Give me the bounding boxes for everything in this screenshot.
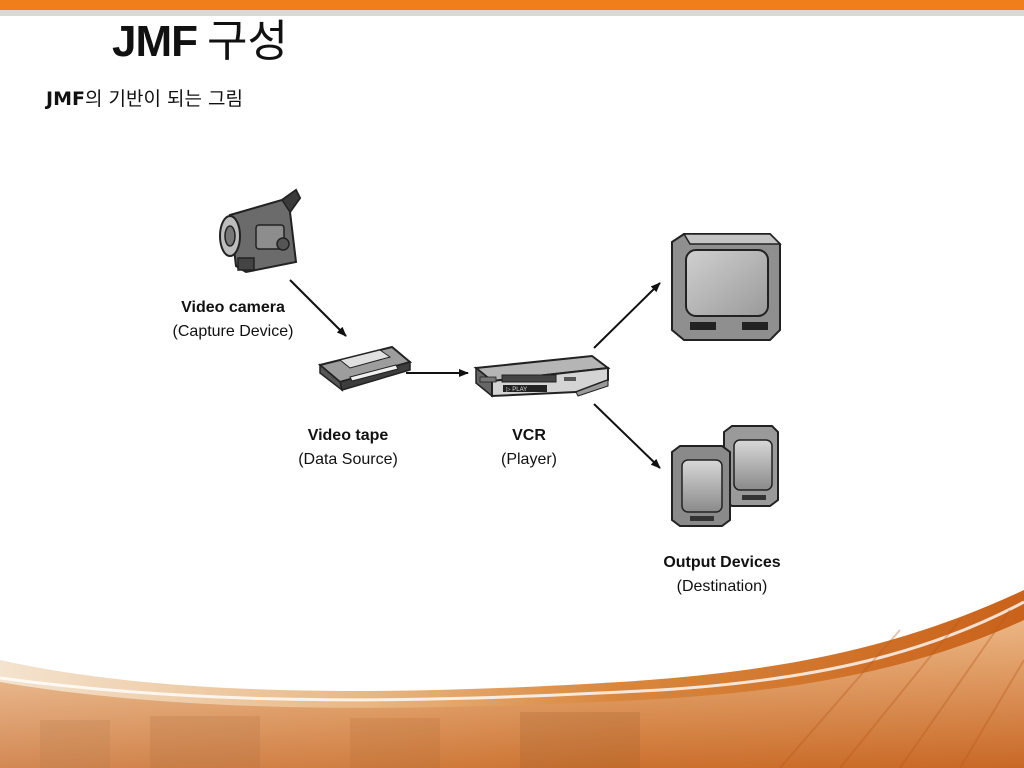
video-camera-icon [219, 188, 302, 274]
slide-subtitle-bold: JMF [46, 88, 85, 110]
footer-decoration [0, 590, 1024, 768]
vcr-icon: ▷ PLAY [473, 354, 611, 398]
top-divider-bar [0, 10, 1024, 16]
speakers-icon [671, 425, 779, 527]
top-accent-bar [0, 0, 1024, 10]
tape-role-label: (Data Source) [298, 451, 398, 468]
camera-name-label: Video camera [181, 299, 285, 316]
camera-role-label: (Capture Device) [173, 323, 294, 340]
arrow-vcr-to-speakers [593, 403, 661, 469]
arrow-camera-to-tape [289, 279, 347, 337]
tape-name-label: Video tape [308, 427, 389, 444]
vcr-display-text: ▷ PLAY [506, 387, 527, 393]
vcr-role-label: (Player) [501, 451, 557, 468]
output-name-label: Output Devices [663, 554, 780, 571]
video-tape-icon [317, 345, 413, 392]
vcr-name-label: VCR [512, 427, 546, 444]
slide-subtitle-rest: 의 기반이 되는 그림 [84, 88, 243, 110]
output-role-label: (Destination) [677, 578, 768, 595]
slide-subtitle: JMF의 기반이 되는 그림 [46, 86, 243, 112]
television-icon [671, 233, 782, 341]
arrow-vcr-to-television [593, 282, 661, 349]
slide-title-rest: 구성 [207, 16, 288, 67]
slide-title-bold: JMF [112, 17, 198, 66]
